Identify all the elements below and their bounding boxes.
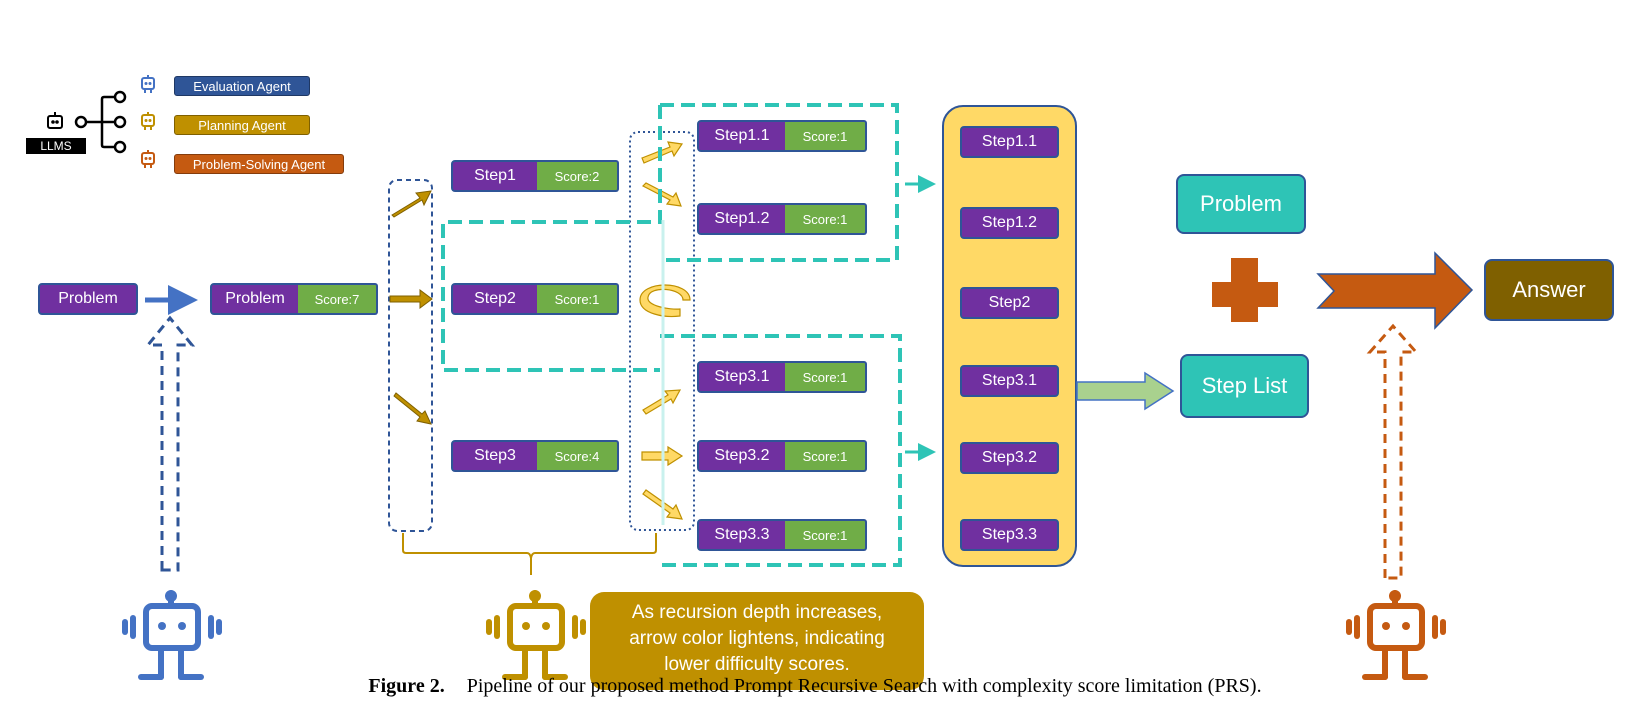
problem-solving-agent-robot-icon [141,150,155,168]
evaluation-agent-robot-icon [141,75,155,93]
note-line: arrow color lightens, indicating [629,628,885,649]
to-answer-arrow [1316,251,1474,330]
step-list-item: Step1.1 [960,126,1059,158]
note-line: As recursion depth increases, [631,602,883,623]
planning-agent-large-robot-icon [486,590,586,680]
step-list-item: Step3.2 [960,442,1059,474]
llms-label: LLMS [26,138,86,154]
problem-solving-dashed-arrow [1366,323,1420,580]
step3-box: Step3 [451,440,539,472]
plus-icon [1212,258,1278,322]
step-list-panel [942,105,1077,567]
figure-caption-text: Pipeline of our proposed method Prompt R… [466,675,1262,697]
problem-solving-agent-large-robot-icon [1346,590,1446,680]
step3-score: Score:4 [537,440,619,472]
recursion-depth-note: As recursion depth increases, arrow colo… [590,592,924,690]
figure-caption-label: Figure 2. [368,675,445,697]
legend-tree-lines [74,90,127,154]
evaluated-problem-score: Score:7 [298,283,378,315]
level1-arrows [389,190,433,425]
output-step-list-box: Step List [1180,354,1309,418]
step3-3-box: Step3.3 [697,519,787,551]
evaluation-dashed-arrow [144,315,196,572]
legend-problem-solving-agent: Problem-Solving Agent [174,154,344,174]
step2-box: Step2 [451,283,539,315]
step-list-item: Step1.2 [960,207,1059,239]
step1-2-score: Score:1 [785,203,867,235]
planning-brace [402,533,657,575]
level2-arrows-container [629,131,695,531]
input-problem-box: Problem [38,283,138,315]
panel-to-step-list-arrow [1076,371,1175,411]
step2-score: Score:1 [537,283,619,315]
planning-agent-robot-icon [141,112,155,130]
evaluated-problem-box: Problem [210,283,300,315]
step3-2-box: Step3.2 [697,440,787,472]
step3-group-dashed-outline [660,334,902,567]
step3-1-box: Step3.1 [697,361,787,393]
step1-group-dashed-outline [441,103,899,372]
evaluation-agent-large-robot-icon [122,590,222,680]
step-list-item: Step2 [960,287,1059,319]
step1-1-box: Step1.1 [697,120,787,152]
step1-2-box: Step1.2 [697,203,787,235]
figure-caption: Figure 2. Pipeline of our proposed method… [0,675,1630,698]
answer-box: Answer [1484,259,1614,321]
level2-arrows [639,141,691,520]
step1-1-score: Score:1 [785,120,867,152]
step3-3-score: Score:1 [785,519,867,551]
output-problem-box: Problem [1176,174,1306,234]
level1-arrows-container [388,179,433,532]
note-line: lower difficulty scores. [664,654,850,675]
step3-2-score: Score:1 [785,440,867,472]
step-list-item: Step3.3 [960,519,1059,551]
step-list-item: Step3.1 [960,365,1059,397]
legend-planning-agent: Planning Agent [174,115,310,135]
step1-box: Step1 [451,160,539,192]
llms-robot-icon [47,112,63,129]
legend-evaluation-agent: Evaluation Agent [174,76,310,96]
step1-score: Score:2 [537,160,619,192]
step3-1-score: Score:1 [785,361,867,393]
